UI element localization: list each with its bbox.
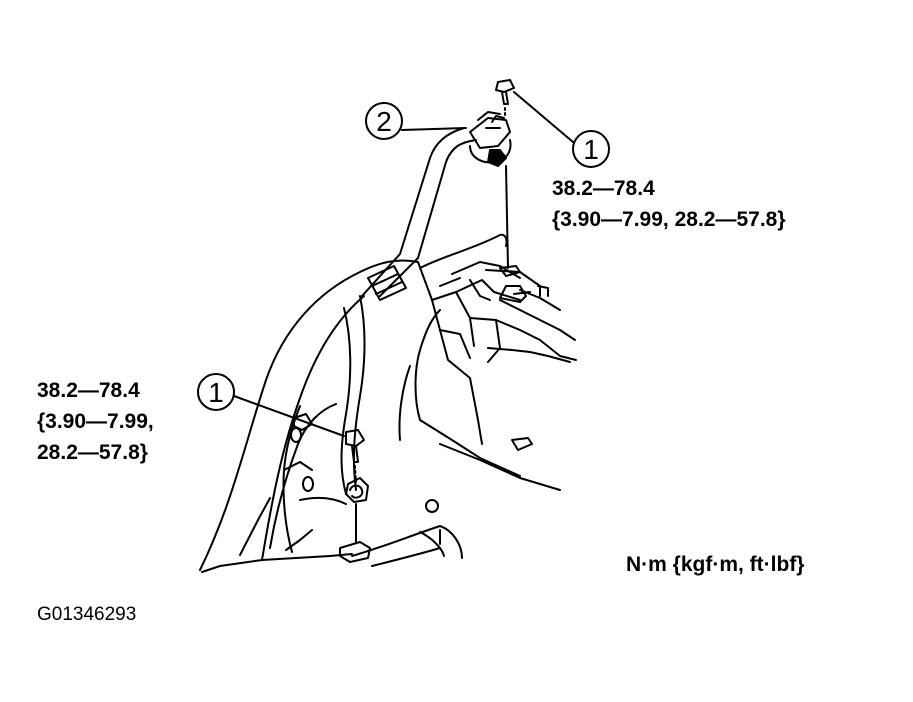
units-legend: N·m {kgf·m, ft·lbf}	[626, 553, 805, 576]
lower-torque-kgfm: {3.90—7.99,	[37, 410, 154, 433]
upper-torque-spec: 38.2—78.4 {3.90—7.99, 28.2—57.8}	[552, 173, 786, 235]
upper-torque-nm: 38.2—78.4	[552, 177, 655, 200]
belt-callout-number: 2	[376, 106, 392, 137]
lower-torque-spec: 38.2—78.4 {3.90—7.99, 28.2—57.8}	[37, 375, 154, 468]
lower-bolt-callout: 1	[197, 373, 345, 437]
upper-bolt-callout-number: 1	[583, 134, 599, 165]
rear-shelf-structure	[398, 233, 577, 491]
lower-torque-nm: 38.2—78.4	[37, 379, 140, 402]
belt-callout: 2	[365, 102, 467, 140]
figure-id: G01346293	[37, 604, 137, 625]
lower-anchor	[339, 477, 371, 563]
seat-belt-webbing	[340, 127, 477, 495]
lower-torque-ftlbf: 28.2—57.8}	[37, 441, 148, 464]
upper-torque-alt-units: {3.90—7.99, 28.2—57.8}	[552, 208, 786, 231]
lower-bolt	[293, 413, 365, 543]
upper-bolt-callout: 1	[513, 91, 610, 168]
lower-bolt-callout-number: 1	[208, 377, 224, 408]
upper-bolt	[495, 79, 521, 277]
body-panel	[199, 259, 463, 573]
upper-anchor	[469, 111, 512, 167]
